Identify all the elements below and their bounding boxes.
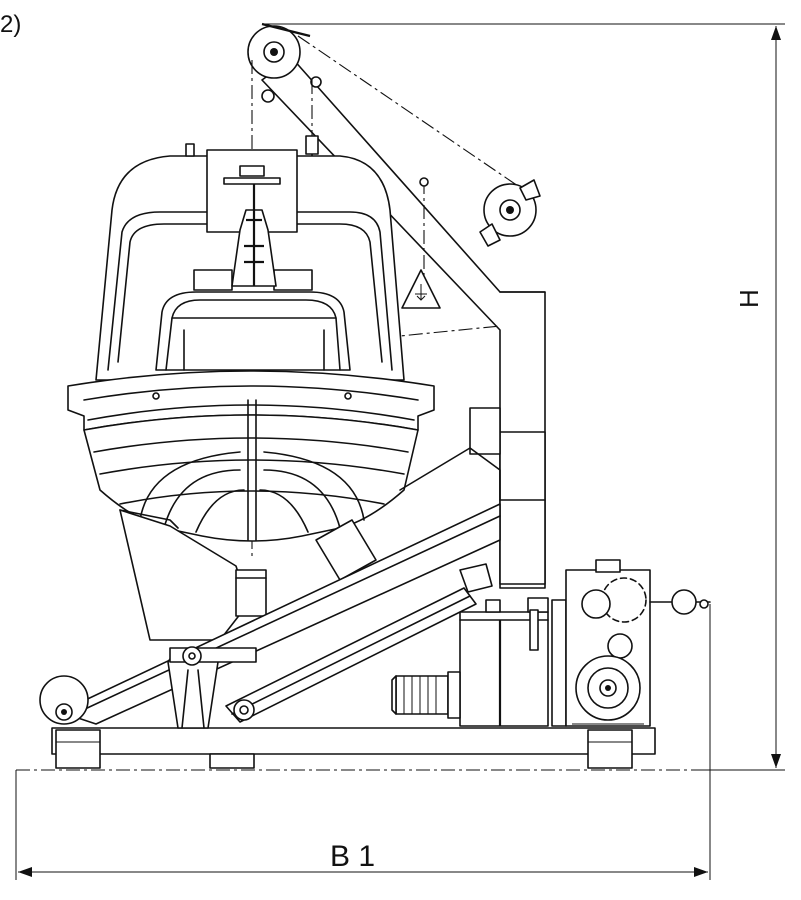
dimension-lines bbox=[15, 23, 785, 880]
hydraulic-power-unit bbox=[391, 597, 549, 727]
base-frame bbox=[51, 727, 656, 769]
mid-sheave bbox=[479, 179, 541, 247]
davit-arm bbox=[261, 57, 546, 589]
figure-corner-label: 2) bbox=[0, 11, 21, 38]
lifeboat bbox=[67, 143, 435, 542]
warning-symbol bbox=[401, 177, 441, 309]
height-dimension-label: H bbox=[734, 289, 764, 308]
top-sheave bbox=[247, 22, 322, 103]
cradle-frame bbox=[119, 447, 501, 641]
width-dimension-label: B 1 bbox=[330, 840, 375, 873]
winch-unit bbox=[551, 559, 711, 727]
hydraulic-ram bbox=[225, 563, 493, 723]
pivot-post bbox=[167, 646, 257, 729]
